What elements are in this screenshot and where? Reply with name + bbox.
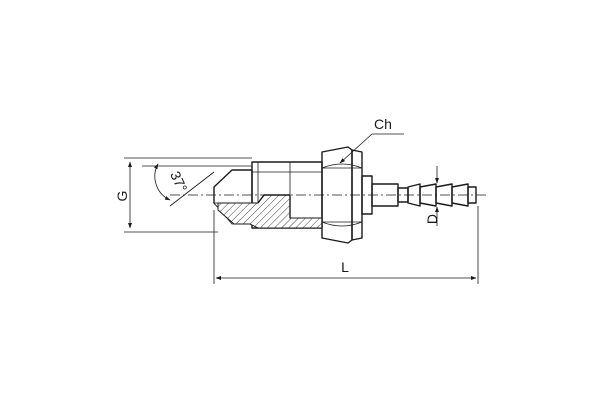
wrench-size-label: Ch (374, 116, 392, 132)
hex-nut (321, 146, 363, 244)
hose-tail-barbs (397, 183, 477, 207)
hose-diameter-label: D (424, 214, 440, 224)
length-label: L (341, 259, 349, 275)
thread-dimension-g: G (114, 157, 252, 233)
wrench-size-callout: Ch (339, 116, 404, 164)
hose-diameter-dimension: D (424, 166, 440, 226)
thread-label: G (114, 191, 130, 202)
angle-label: 37° (167, 169, 190, 195)
length-dimension: L (213, 206, 479, 284)
